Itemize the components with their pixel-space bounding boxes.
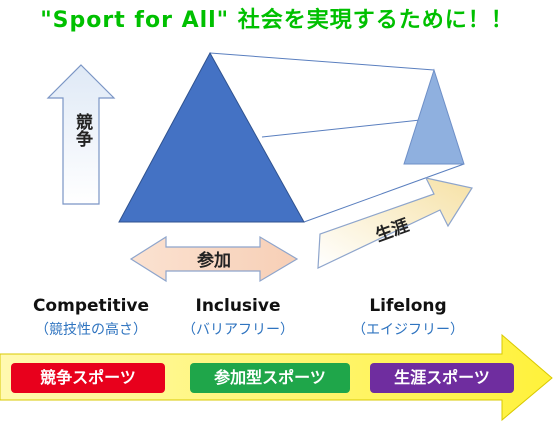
column-label-inclusive: Inclusive <box>195 296 281 316</box>
pill-lifelong-sports: 生涯スポーツ <box>370 363 514 393</box>
competitive-arrow-label: 競争 <box>72 112 93 148</box>
pill-inclusive-sports: 参加型スポーツ <box>190 363 350 393</box>
column-sub-competitive: （競技性の高さ） <box>35 322 147 338</box>
column-sub-inclusive: （バリアフリー） <box>182 322 294 338</box>
column-label-competitive: Competitive <box>32 296 150 316</box>
inclusive-arrow-label: 参加 <box>197 250 231 271</box>
competitive-triangle <box>118 51 305 223</box>
competitive-arrow <box>46 64 116 205</box>
column-sub-lifelong: （エイジフリー） <box>352 322 464 338</box>
page-title: "Sport for All" 社会を実現するために！！ <box>40 8 514 33</box>
pill-competitive-sports: 競争スポーツ <box>11 363 165 393</box>
lifelong-arrow <box>317 177 473 269</box>
inclusive-arrow <box>129 235 299 283</box>
lifelong-triangle <box>403 68 465 165</box>
column-label-lifelong: Lifelong <box>369 296 447 316</box>
projection-lines <box>209 52 465 223</box>
